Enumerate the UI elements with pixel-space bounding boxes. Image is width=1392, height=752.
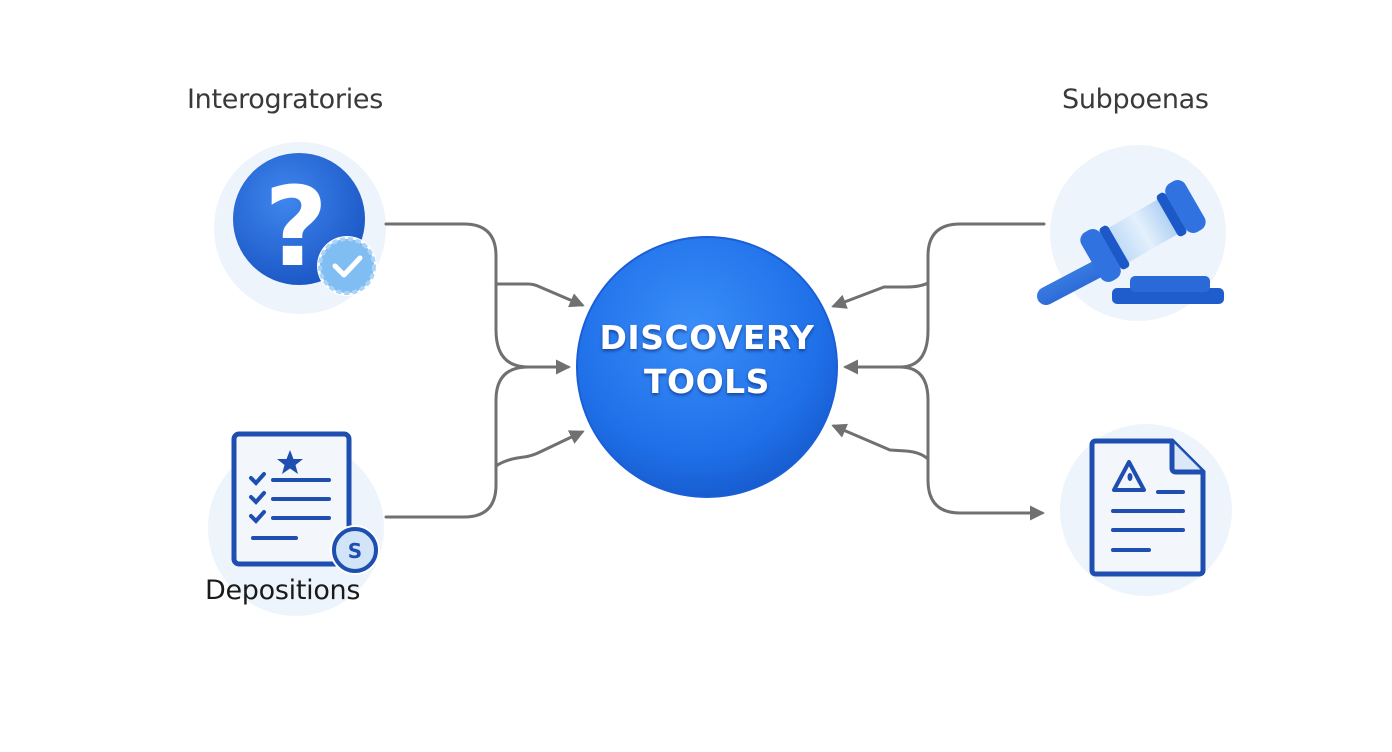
- checklist-document-seal-icon: S: [231, 431, 380, 575]
- connector-documents-trunk: [898, 365, 1045, 521]
- warning-triangle-icon: [1112, 460, 1146, 492]
- center-node: [576, 236, 838, 498]
- connector-interrogatories-trunk: [384, 222, 530, 369]
- star-icon: [277, 450, 303, 474]
- label-depositions: Depositions: [205, 575, 361, 606]
- label-interrogatories: Interogratories: [187, 84, 383, 115]
- center-label: DISCOVERY TOOLS: [578, 316, 836, 404]
- arrow-left-top: [494, 282, 585, 308]
- right-connectors: [831, 222, 1046, 521]
- arrow-right-top: [831, 281, 930, 309]
- connector-depositions-trunk: [384, 365, 530, 519]
- arrow-left-bottom: [494, 430, 585, 468]
- svg-text:S: S: [348, 539, 362, 563]
- arrow-right-bottom: [831, 423, 930, 461]
- connector-subpoenas-trunk: [898, 222, 1046, 369]
- seal-icon: S: [330, 525, 380, 575]
- gavel-icon: [1037, 180, 1224, 305]
- center-label-line1: DISCOVERY: [599, 318, 815, 357]
- label-subpoenas: Subpoenas: [1062, 84, 1209, 115]
- center-label-line2: TOOLS: [644, 362, 770, 401]
- verified-badge-icon: [317, 236, 377, 296]
- question-mark-badge-icon: ?: [233, 153, 377, 296]
- document-warning-icon: [1089, 438, 1206, 577]
- left-connectors: [384, 222, 585, 519]
